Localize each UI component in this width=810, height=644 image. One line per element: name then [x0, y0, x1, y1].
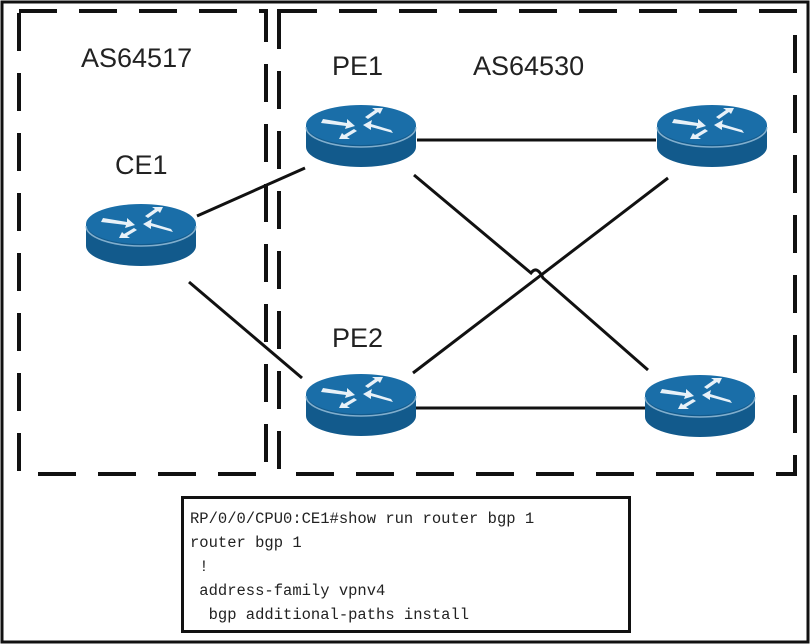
- as64517-label: AS64517: [81, 43, 193, 73]
- cli-line: router bgp 1: [190, 534, 302, 552]
- as64517-region: [17, 9, 268, 476]
- cli-output-box: RP/0/0/CPU0:CE1#show run router bgp 1 ro…: [181, 496, 631, 633]
- pe2-label: PE2: [332, 323, 384, 353]
- link-pe2-p-top-right: [412, 176, 669, 375]
- cli-line: !: [190, 558, 209, 576]
- ce1-label: CE1: [115, 150, 168, 180]
- as64530-region: [277, 9, 797, 476]
- pe1-label: PE1: [332, 51, 384, 81]
- router-p-bottom-right-icon: [644, 374, 756, 438]
- router-p-top-right-icon: [656, 104, 768, 168]
- link-pe1-p-bottom-right: [413, 173, 649, 372]
- as64530-label: AS64530: [473, 51, 585, 81]
- cli-line: RP/0/0/CPU0:CE1#show run router bgp 1: [190, 510, 535, 528]
- link-ce1-pe1: [196, 166, 306, 218]
- router-pe2-icon: [305, 373, 417, 437]
- link-ce1-pe2: [188, 280, 303, 380]
- cli-line: bgp additional-paths install: [190, 606, 470, 624]
- router-pe1-icon: [305, 104, 417, 168]
- router-ce1-icon: [85, 203, 197, 267]
- cli-line: address-family vpnv4: [190, 582, 386, 600]
